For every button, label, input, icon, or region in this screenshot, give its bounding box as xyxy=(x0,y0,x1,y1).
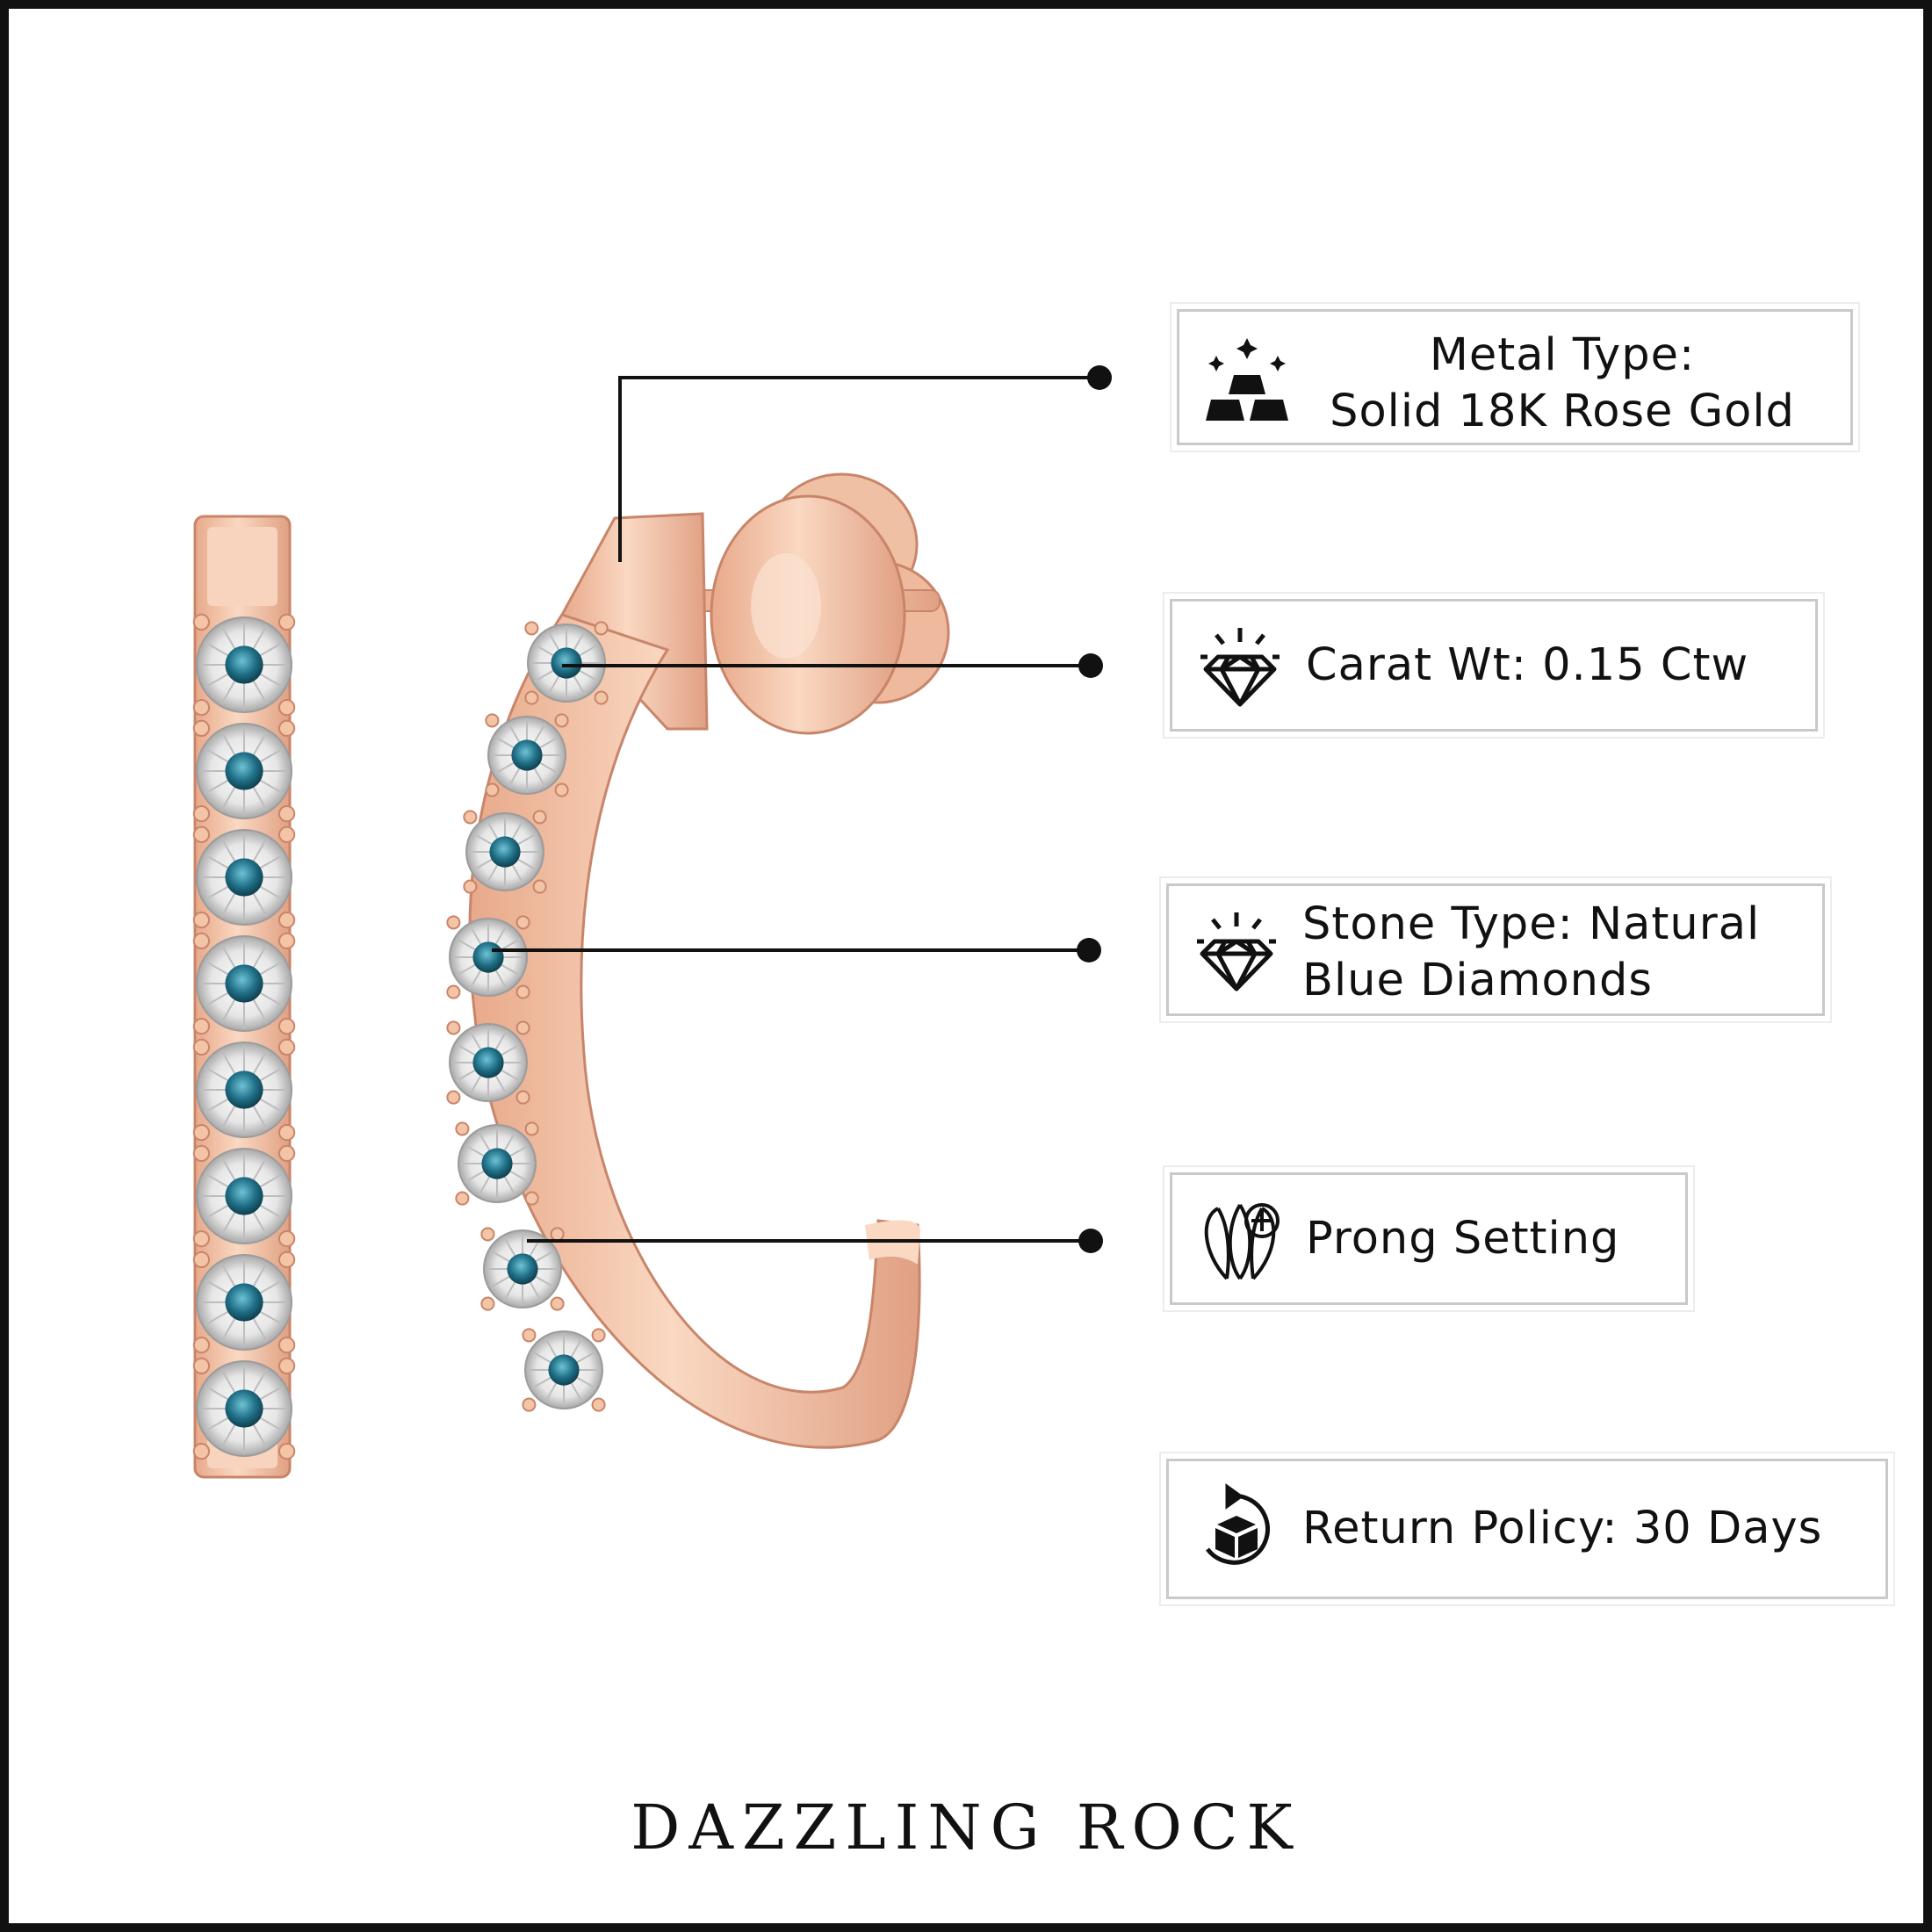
stone-setting xyxy=(446,1020,530,1105)
stone-setting xyxy=(524,621,609,705)
metal-type-text: Metal Type: Solid 18K Rose Gold xyxy=(1309,328,1815,440)
callout-dots xyxy=(1077,365,1112,1253)
stone-setting xyxy=(192,1357,296,1460)
stone-setting xyxy=(455,1121,539,1206)
stone-setting xyxy=(192,825,296,929)
stone-type-line-1: Stone Type: Natural xyxy=(1302,898,1761,950)
return-policy-text: Return Policy: 30 Days xyxy=(1302,1503,1823,1554)
diamond-icon xyxy=(1200,627,1280,706)
stone-setting xyxy=(485,713,569,797)
feature-card-setting: Prong Setting xyxy=(1163,1165,1695,1312)
stone-setting xyxy=(522,1328,606,1412)
prong-setting-icon xyxy=(1204,1202,1280,1280)
stone-setting xyxy=(192,932,296,1035)
stone-setting xyxy=(463,810,547,894)
feature-card-stone-type: Stone Type: Natural Blue Diamonds xyxy=(1159,876,1832,1023)
metal-type-line-2: Solid 18K Rose Gold xyxy=(1330,386,1795,437)
callout-lines xyxy=(492,376,1099,1243)
earring-side-view xyxy=(446,472,950,1449)
stone-setting xyxy=(192,1038,296,1142)
gold-bars-icon xyxy=(1206,337,1288,421)
earring-front-view xyxy=(192,515,296,1479)
stone-type-line-2: Blue Diamonds xyxy=(1302,955,1653,1006)
stone-type-text: Stone Type: Natural Blue Diamonds xyxy=(1302,897,1760,1009)
return-box-icon xyxy=(1206,1483,1270,1565)
prong-setting-text: Prong Setting xyxy=(1306,1212,1620,1265)
stone-setting xyxy=(192,613,296,717)
stone-setting xyxy=(480,1227,565,1311)
feature-card-carat: Carat Wt: 0.15 Ctw xyxy=(1163,592,1825,739)
stone-setting xyxy=(192,1144,296,1248)
diamond-icon xyxy=(1197,912,1276,991)
carat-weight-text: Carat Wt: 0.15 Ctw xyxy=(1306,638,1749,691)
feature-card-return-policy: Return Policy: 30 Days xyxy=(1159,1452,1895,1606)
feature-card-metal-type: Metal Type: Solid 18K Rose Gold xyxy=(1170,302,1860,452)
metal-type-line-1: Metal Type: xyxy=(1429,329,1696,381)
brand-logo-text: DAZZLING ROCK xyxy=(631,1791,1301,1864)
stone-setting xyxy=(192,719,296,823)
stone-setting xyxy=(192,1251,296,1354)
